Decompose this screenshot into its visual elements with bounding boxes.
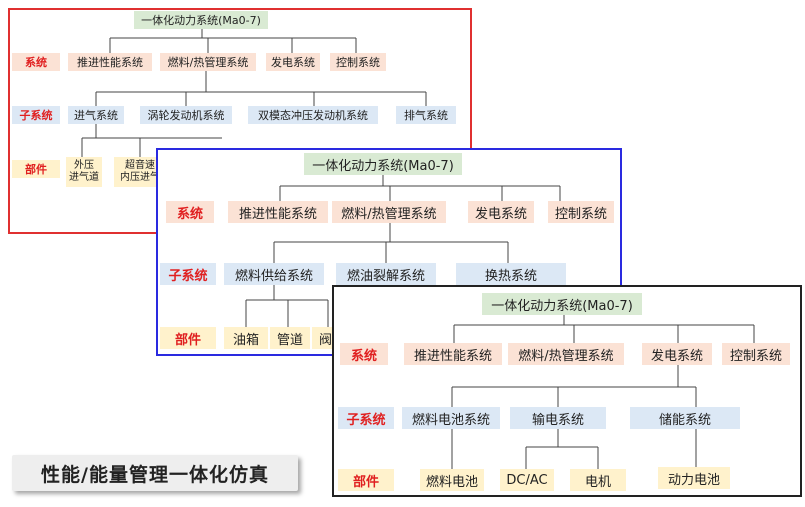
subsystem-node-fuel-cracking: 燃油裂解系统 [336, 263, 436, 285]
subsystem-node-dual-mode-ramjet: 双模态冲压发动机系统 [248, 106, 378, 124]
row-label-component: 部件 [160, 327, 216, 349]
subsystem-node-turbine: 涡轮发动机系统 [140, 106, 232, 124]
system-node-propulsion: 推进性能系统 [404, 343, 502, 365]
system-node-fuel-thermal: 燃料/热管理系统 [160, 53, 256, 71]
row-label-component: 部件 [338, 469, 394, 491]
system-node-power: 发电系统 [266, 53, 320, 71]
caption-label: 性能/能量管理一体化仿真 [12, 455, 298, 491]
system-node-control: 控制系统 [330, 53, 386, 71]
component-node-dc-ac: DC/AC [500, 469, 554, 491]
tree-connectors [245, 175, 561, 327]
tree-connectors [451, 315, 755, 469]
system-node-fuel-thermal: 燃料/热管理系统 [508, 343, 624, 365]
system-node-power: 发电系统 [642, 343, 712, 365]
row-label-system: 系统 [12, 53, 60, 71]
panel-fuel-thermal-tree: 一体化动力系统(Ma0-7) 系统 推进性能系统 燃料/热管理系统 发电系统 控… [156, 148, 622, 356]
component-node-external-intake: 外压 进气道 [66, 157, 102, 187]
row-label-subsystem: 子系统 [12, 106, 60, 124]
panel-power-generation-tree: 一体化动力系统(Ma0-7) 系统 推进性能系统 燃料/热管理系统 发电系统 控… [332, 285, 802, 497]
root-node: 一体化动力系统(Ma0-7) [134, 11, 268, 29]
component-node-pipeline: 管道 [270, 327, 310, 349]
row-label-subsystem: 子系统 [338, 407, 394, 429]
subsystem-node-energy-storage: 储能系统 [630, 407, 740, 429]
system-node-propulsion: 推进性能系统 [68, 53, 152, 71]
row-label-subsystem: 子系统 [160, 263, 216, 285]
system-node-fuel-thermal: 燃料/热管理系统 [332, 201, 446, 223]
row-label-component: 部件 [12, 160, 60, 178]
subsystem-node-fuel-supply: 燃料供给系统 [224, 263, 324, 285]
system-node-power: 发电系统 [468, 201, 534, 223]
component-node-fuel-tank: 油箱 [224, 327, 268, 349]
system-node-control: 控制系统 [548, 201, 614, 223]
component-node-motor: 电机 [570, 469, 626, 491]
subsystem-node-exhaust: 排气系统 [396, 106, 456, 124]
subsystem-node-fuel-cell: 燃料电池系统 [402, 407, 500, 429]
row-label-system: 系统 [166, 201, 214, 223]
root-node: 一体化动力系统(Ma0-7) [482, 293, 642, 315]
component-node-power-battery: 动力电池 [658, 467, 730, 489]
subsystem-node-heat-exchange: 换热系统 [456, 263, 566, 285]
row-label-system: 系统 [340, 343, 388, 365]
system-node-propulsion: 推进性能系统 [228, 201, 328, 223]
subsystem-node-transmission: 输电系统 [510, 407, 606, 429]
root-node: 一体化动力系统(Ma0-7) [304, 153, 462, 175]
subsystem-node-intake: 进气系统 [68, 106, 124, 124]
component-node-fuel-cell: 燃料电池 [420, 469, 484, 491]
system-node-control: 控制系统 [722, 343, 790, 365]
tree-connectors [81, 29, 427, 157]
